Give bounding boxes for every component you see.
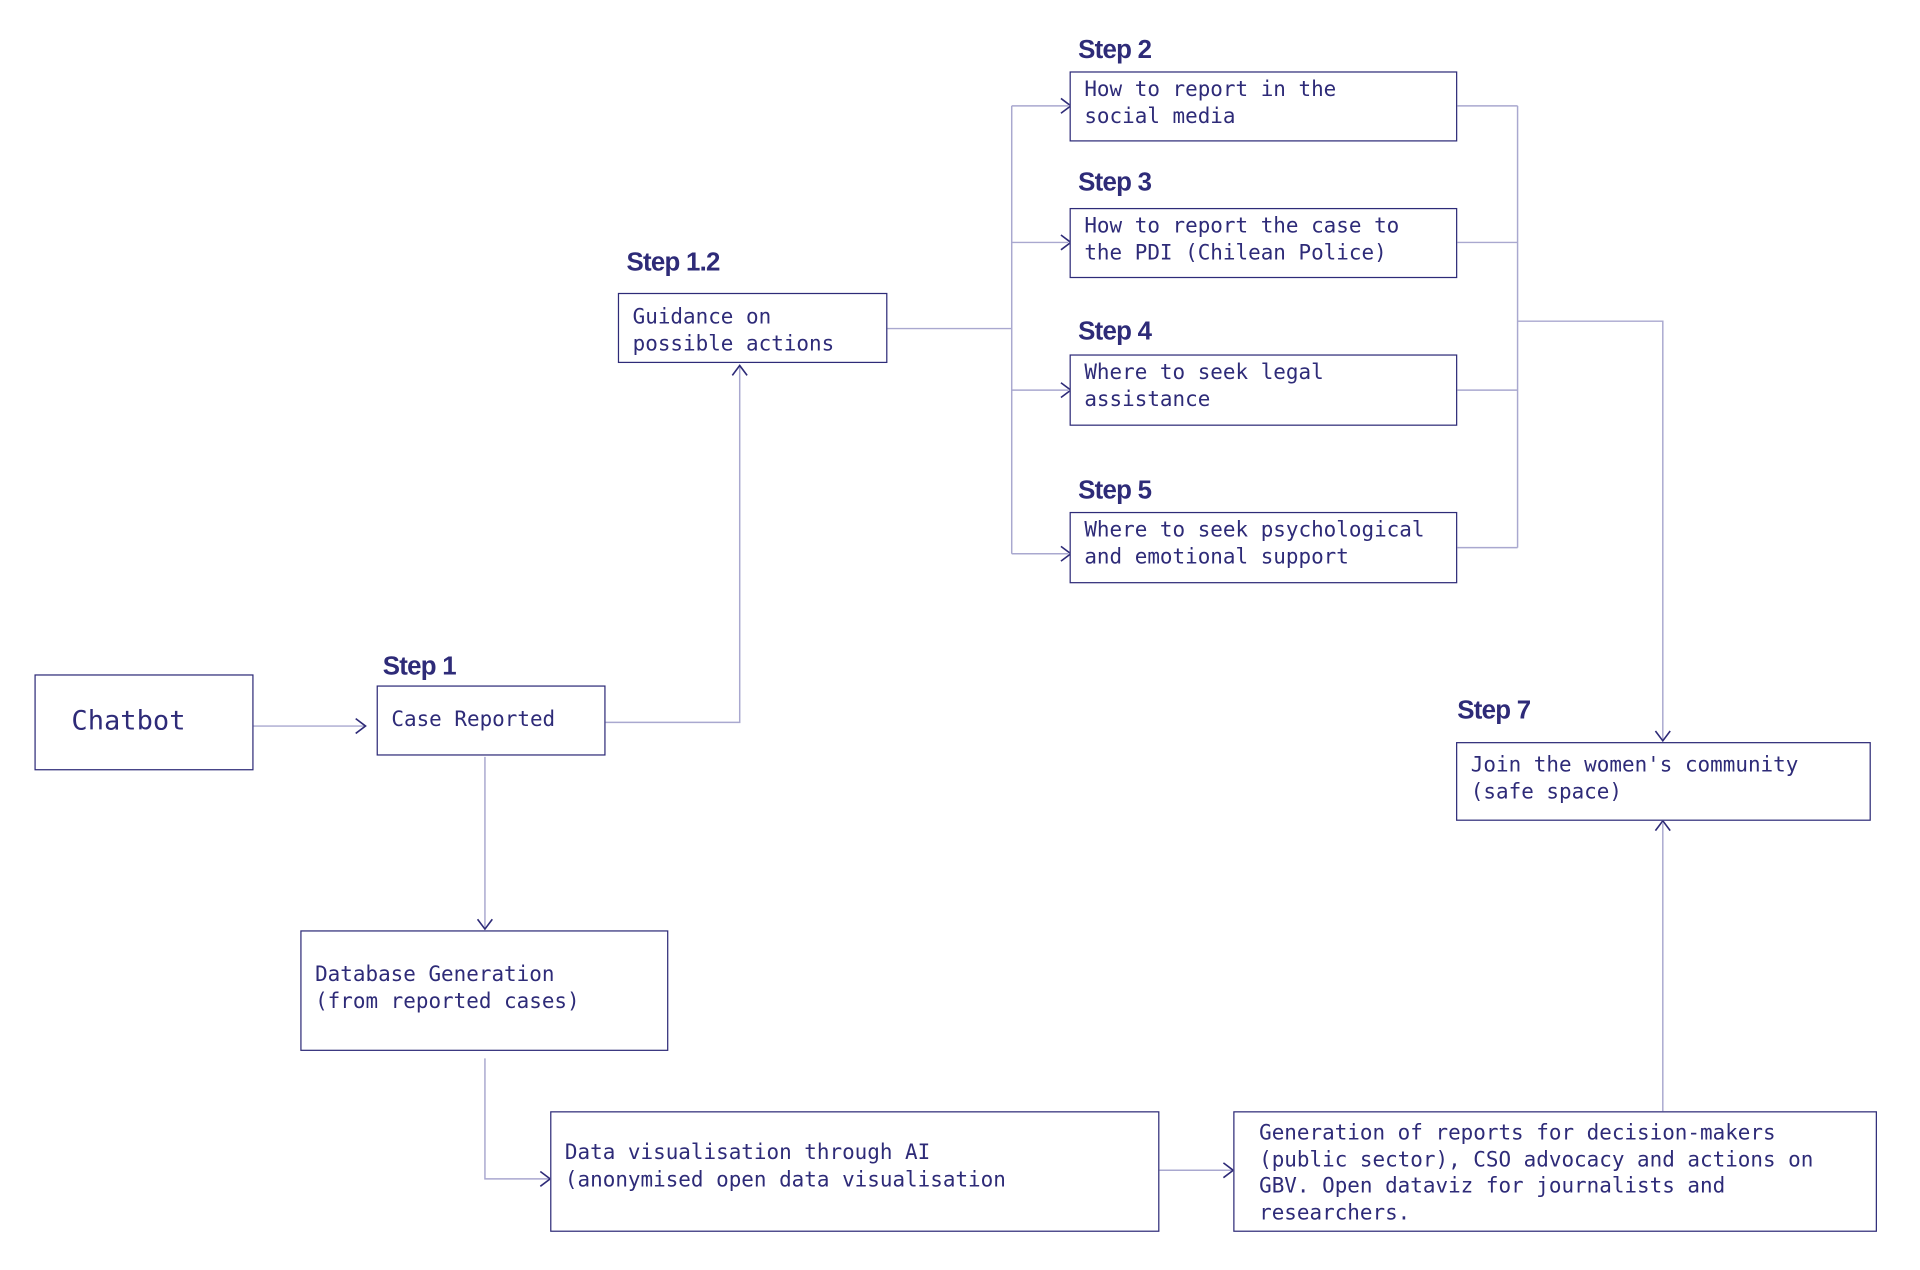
chatbot-text: Chatbot bbox=[71, 706, 186, 738]
arrowhead-step1 bbox=[355, 718, 367, 735]
step5-label: Step 5 bbox=[1078, 476, 1152, 505]
step2-label: Step 2 bbox=[1078, 35, 1152, 64]
connector-step1-to-step1-2 bbox=[605, 366, 741, 724]
guidance-box: Guidance on possible actions bbox=[617, 292, 888, 364]
arrowhead-step7-top bbox=[1654, 730, 1671, 743]
arrowhead-step7-bottom bbox=[1654, 819, 1671, 832]
case-reported-box: Case Reported bbox=[376, 685, 606, 756]
chatbot-box: Chatbot bbox=[34, 674, 254, 771]
step1-2-label: Step 1.2 bbox=[626, 248, 720, 277]
arrowhead-step1-2 bbox=[731, 364, 748, 376]
connector-merge-to-step7 bbox=[1517, 320, 1664, 740]
pdi-report-box: How to report the case to the PDI (Chile… bbox=[1069, 207, 1458, 279]
database-generation-box: Database Generation (from reported cases… bbox=[300, 930, 669, 1051]
connector-database-to-dataviz bbox=[484, 1058, 549, 1180]
step7-label: Step 7 bbox=[1457, 696, 1531, 725]
arrowhead-database bbox=[476, 918, 493, 931]
data-visualisation-box: Data visualisation through AI (anonymise… bbox=[550, 1111, 1160, 1232]
womens-community-box: Join the women's community (safe space) bbox=[1456, 742, 1871, 821]
step3-label: Step 3 bbox=[1078, 168, 1152, 197]
social-media-box: How to report in the social media bbox=[1069, 71, 1458, 142]
step4-label: Step 4 bbox=[1078, 317, 1152, 346]
reports-generation-box: Generation of reports for decision-maker… bbox=[1233, 1111, 1877, 1232]
legal-assistance-box: Where to seek legal assistance bbox=[1069, 354, 1458, 426]
step1-label: Step 1 bbox=[382, 652, 457, 681]
psychological-support-box: Where to seek psychological and emotiona… bbox=[1069, 511, 1458, 584]
